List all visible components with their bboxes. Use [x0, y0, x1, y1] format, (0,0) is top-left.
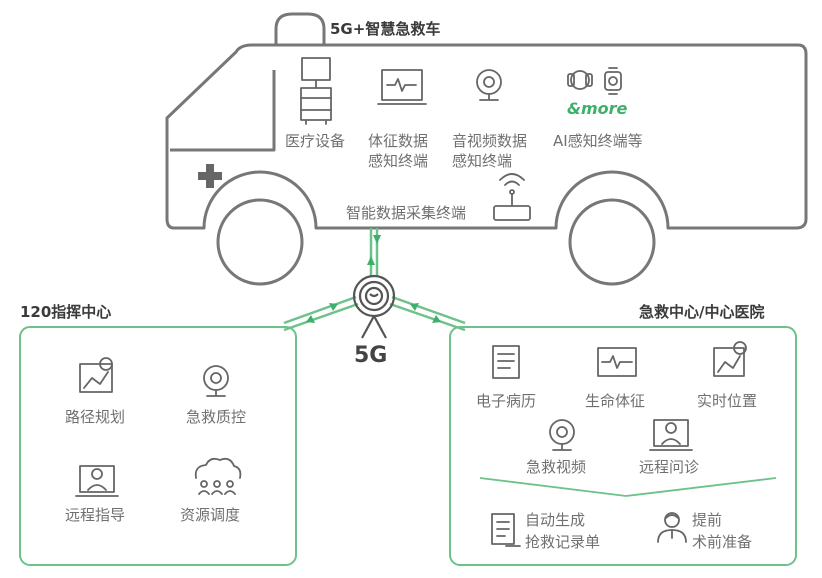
cmd-item-route-label: 路径规划 [65, 408, 125, 426]
collector-label: 智能数据采集终端 [346, 204, 466, 222]
hosp-output-record-line2: 抢救记录单 [525, 533, 600, 551]
item-vital-line1: 体征数据 [368, 132, 428, 150]
arrow-up [367, 256, 375, 265]
hosp-item-video-label: 急救视频 [526, 458, 586, 476]
item-av-line2: 感知终端 [452, 152, 512, 170]
arrow-down [373, 235, 381, 244]
vital-monitor-icon [377, 69, 427, 105]
cmd-item-guide-label: 远程指导 [65, 506, 125, 524]
command-center-panel [19, 326, 297, 566]
doctor-icon [657, 512, 687, 543]
hosp-item-emr-label: 电子病历 [476, 392, 536, 410]
doctor-screen-icon [75, 465, 119, 497]
vital-monitor-icon [597, 347, 637, 377]
medical-cross-icon [198, 164, 222, 188]
arrow-to-hub-right [410, 303, 419, 311]
arrow-to-hub-left [329, 303, 338, 311]
ambulance-outline [165, 12, 808, 230]
hosp-output-prep-line1: 提前 [692, 511, 722, 529]
hospital-title: 急救中心/中心医院 [639, 303, 764, 321]
cmd-item-qc-label: 急救质控 [186, 408, 246, 426]
ambulance-wheel-right [568, 198, 656, 286]
hosp-item-consult-label: 远程问诊 [639, 458, 699, 476]
document-icon [492, 345, 520, 379]
hosp-item-vitals-label: 生命体征 [585, 392, 645, 410]
form-icon [491, 513, 521, 547]
hosp-output-prep-line2: 术前准备 [692, 533, 752, 551]
command-center-title: 120指挥中心 [20, 303, 111, 321]
camera-icon [476, 69, 502, 101]
medical-equipment-icon [300, 57, 332, 125]
hospital-panel [449, 326, 797, 566]
arrow-to-hospital [432, 315, 441, 323]
hosp-item-location-label: 实时位置 [697, 392, 757, 410]
link-hub-command [283, 295, 359, 332]
cmd-item-dispatch-label: 资源调度 [180, 506, 240, 524]
item-av-line1: 音视频数据 [452, 132, 527, 150]
camera-icon [203, 365, 229, 397]
hosp-output-record-line1: 自动生成 [525, 511, 585, 529]
item-ai-label: AI感知终端等 [553, 132, 643, 150]
doctor-screen-icon [649, 419, 693, 451]
ambulance-wheel-left [216, 198, 304, 286]
map-route-icon [713, 341, 747, 377]
more-label: &more [567, 99, 628, 118]
hospital-divider [479, 477, 777, 497]
link-hub-hospital [389, 295, 466, 332]
map-route-icon [79, 357, 113, 393]
arrow-to-command [306, 315, 315, 323]
ambulance-title: 5G+智慧急救车 [330, 20, 440, 38]
router-icon [493, 173, 531, 221]
cloud-people-icon [194, 457, 242, 495]
camera-icon [549, 419, 575, 451]
5g-tower-icon [352, 274, 396, 339]
link-ambulance-hub [367, 228, 381, 276]
item-vital-line2: 感知终端 [368, 152, 428, 170]
hub-label: 5G [354, 343, 387, 368]
ai-devices-icon [567, 67, 622, 95]
item-medical-equipment-label: 医疗设备 [285, 132, 345, 150]
